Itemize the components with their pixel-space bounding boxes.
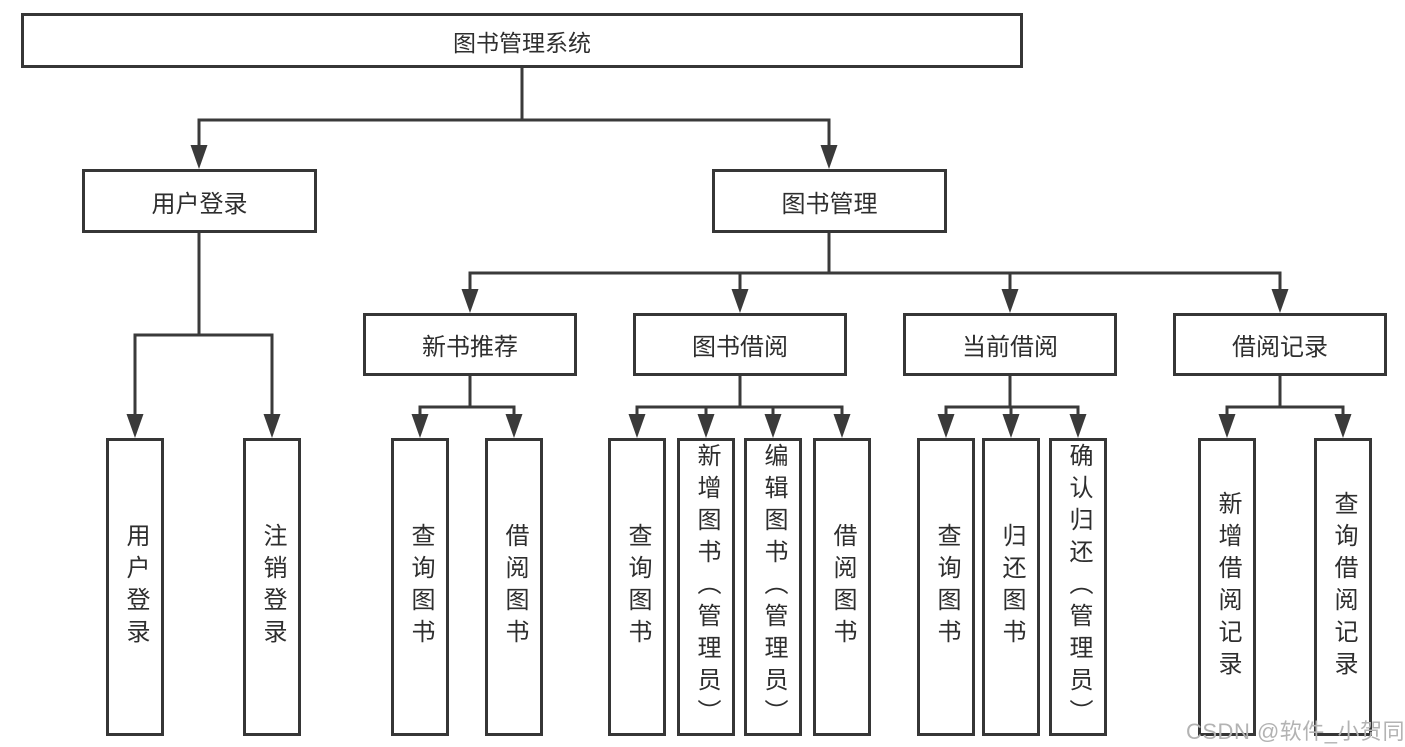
node-label: 图书管理系统	[453, 29, 591, 56]
leaf-add-borrow-record: 新增借阅记录	[1198, 438, 1256, 736]
node-label: 注销登录	[259, 523, 286, 651]
leaf-query-borrow-record: 查询借阅记录	[1314, 438, 1372, 736]
node-label: 用户登录	[151, 190, 248, 218]
node-new-book-recommendation: 新书推荐	[363, 313, 577, 376]
node-current-borrowing: 当前借阅	[903, 313, 1117, 376]
node-borrowing-records: 借阅记录	[1173, 313, 1387, 376]
leaf-add-books-admin: 新增图书（管理员）	[677, 438, 735, 736]
node-label: 查询图书	[933, 523, 960, 651]
connector-borrowing-records-branch	[1218, 376, 1352, 438]
node-label: 查询借阅记录	[1330, 491, 1357, 683]
leaf-query-books-borrowing: 查询图书	[608, 438, 666, 736]
node-label: 归还图书	[998, 523, 1025, 651]
node-label: 用户登录	[122, 523, 149, 651]
connector-book-borrowing-branch	[628, 376, 851, 438]
connector-new-book-recommendation-branch	[411, 376, 523, 438]
node-label: 借阅记录	[1232, 334, 1328, 361]
leaf-user-login: 用户登录	[106, 438, 164, 736]
node-label: 查询图书	[407, 523, 434, 651]
node-user-login: 用户登录	[82, 169, 317, 233]
connector-current-borrowing-branch	[937, 376, 1087, 438]
node-label: 编辑图书（管理员）	[760, 443, 787, 731]
leaf-confirm-return-admin: 确认归还（管理员）	[1049, 438, 1107, 736]
connector-user-login-branch	[126, 233, 281, 438]
connector-book-management-branch	[461, 233, 1289, 313]
node-label: 查询图书	[624, 523, 651, 651]
node-label: 确认归还（管理员）	[1065, 443, 1092, 731]
leaf-return-books: 归还图书	[982, 438, 1040, 736]
watermark: CSDN @软件_小贺同学	[1186, 719, 1405, 744]
node-label: 借阅图书	[829, 523, 856, 651]
node-book-management: 图书管理	[712, 169, 947, 233]
node-label: 图书管理	[781, 190, 878, 218]
leaf-query-books-current: 查询图书	[917, 438, 975, 736]
leaf-edit-books-admin: 编辑图书（管理员）	[744, 438, 802, 736]
node-label: 新书推荐	[422, 334, 518, 361]
leaf-query-books-recommend: 查询图书	[391, 438, 449, 736]
node-label: 图书借阅	[692, 334, 788, 361]
node-library-management-system: 图书管理系统	[21, 13, 1023, 68]
leaf-logout: 注销登录	[243, 438, 301, 736]
node-label: 新增借阅记录	[1214, 491, 1241, 683]
connector-root-branch	[190, 68, 838, 169]
node-book-borrowing: 图书借阅	[633, 313, 847, 376]
node-label: 当前借阅	[962, 334, 1058, 361]
node-label: 借阅图书	[501, 523, 528, 651]
node-label: 新增图书（管理员）	[693, 443, 720, 731]
leaf-borrow-books-recommend: 借阅图书	[485, 438, 543, 736]
leaf-borrow-books: 借阅图书	[813, 438, 871, 736]
